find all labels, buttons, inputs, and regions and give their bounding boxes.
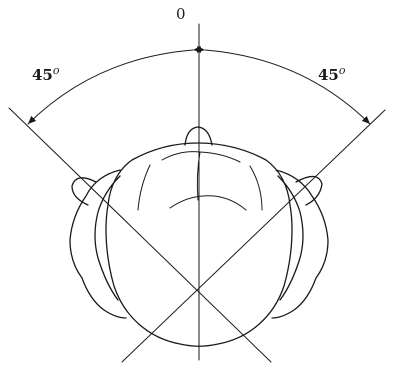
left-ear-shape [72,178,96,205]
left-angle-unit: o [53,64,60,77]
hair-line-4 [138,165,150,210]
left-angle-arc [28,50,193,124]
right-angle-unit: o [339,64,346,77]
left-angle-label: 45o [32,64,60,84]
zero-label: 0 [176,5,186,23]
right-angle-value: 45 [318,66,339,84]
hair-line-2 [170,196,246,210]
right-angle-arc [205,50,370,124]
right-angle-label: 45o [318,64,346,84]
right-shoulder-inner [278,176,303,300]
hair-line-1 [162,152,240,162]
hair-line-5 [250,166,262,210]
left-angle-value: 45 [32,66,53,84]
